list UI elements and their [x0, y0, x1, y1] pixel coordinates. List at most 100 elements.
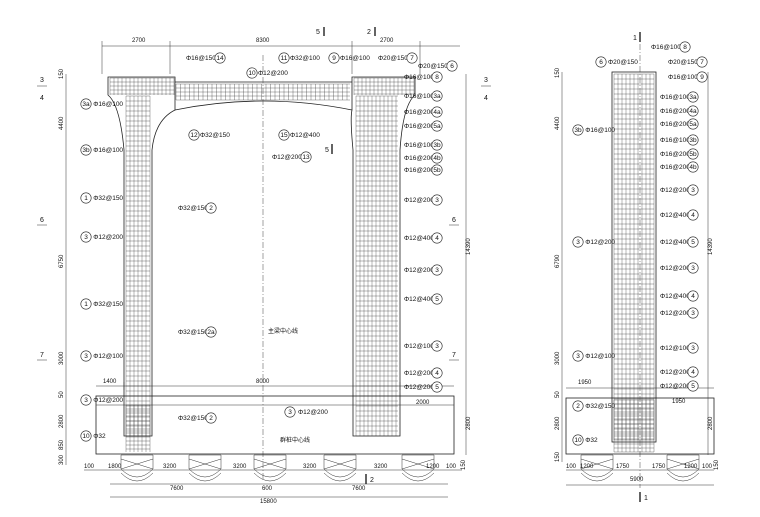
rebar-spec: Φ16@200 — [404, 155, 434, 162]
front-callouts: Φ16@1003aΦ16@1003bΦ32@1501Φ12@2003Φ32@15… — [80, 52, 458, 442]
rebar-mark-bubble — [431, 120, 443, 132]
rs-6: 6 — [452, 217, 456, 224]
side-pile-cap — [565, 397, 715, 455]
overall-right: 7600 — [352, 486, 366, 492]
rebar-mark-number: 3 — [691, 310, 695, 317]
rebar-spec: Φ32 — [585, 437, 598, 444]
rebar-spec: Φ32@150 — [93, 301, 123, 308]
rebar-mark-number: 9 — [700, 74, 704, 81]
rebar-mark-number: 4 — [435, 235, 439, 242]
front-elevation: 2700 8300 2700 5 2 5 主梁中心线 群桩中心线 — [37, 27, 491, 505]
rebar-mark-number: 13 — [302, 154, 310, 161]
slv-0: 150 — [555, 67, 561, 78]
rebar-spec: Φ12@200 — [93, 234, 123, 241]
pile-1 — [120, 454, 154, 482]
rebar-mark-bubble — [205, 202, 217, 214]
lv-6: 850 — [59, 439, 65, 450]
rebar-mark-number: 5 — [435, 296, 439, 303]
rebar-spec: Φ12@100 — [404, 343, 434, 350]
rebar-spec: Φ16@200 — [660, 164, 690, 171]
rebar-mark-number: 11 — [281, 55, 288, 62]
rebar-mark-number: 3b — [82, 147, 90, 154]
rebar-spec: Φ32@150 — [585, 403, 615, 410]
right-column-outline — [350, 76, 416, 437]
lv-7: 300 — [59, 454, 65, 465]
rebar-spec: Φ12@100 — [93, 353, 123, 360]
rebar-mark-number: 3a — [433, 93, 441, 100]
rebar-mark-number: 3b — [574, 127, 582, 134]
pile-3 — [253, 454, 287, 482]
rs-3: 3 — [484, 77, 488, 84]
rebar-mark-number: 2a — [207, 329, 215, 336]
section-mark-2: 2 — [367, 29, 371, 36]
rebar-mark-bubble — [572, 434, 584, 446]
top-dim-1: 2700 — [132, 38, 146, 44]
rebar-mark-bubble — [278, 52, 290, 64]
rebar-spec: Φ16@100 — [660, 94, 690, 101]
srv-total: 14390 — [708, 238, 714, 255]
rebar-mark-number: 4 — [691, 212, 695, 219]
rebar-spec: Φ12@200 — [660, 383, 690, 390]
rebar-mark-bubble — [572, 400, 584, 412]
slv-1: 4400 — [555, 116, 561, 130]
rebar-spec: Φ16@100 — [404, 93, 434, 100]
rebar-mark-number: 1 — [84, 195, 88, 202]
rebar-mark-bubble — [406, 52, 418, 64]
rebar-mark-number: 4b — [433, 155, 441, 162]
lv-0: 150 — [59, 68, 65, 79]
rebar-spec: Φ12@400 — [660, 293, 690, 300]
rebar-mark-number: 5a — [689, 121, 697, 128]
rebar-mark-bubble — [595, 56, 607, 68]
rebar-spec: Φ32@150 — [200, 132, 230, 139]
slv-2: 6790 — [555, 254, 561, 268]
rebar-spec: Φ16@150 — [186, 55, 216, 62]
rebar-mark-bubble — [431, 194, 443, 206]
rebar-mark-bubble — [696, 71, 708, 83]
right-section-marks: 3 4 6 7 — [449, 77, 491, 361]
side-pile-2 — [666, 454, 700, 482]
overall-mid: 600 — [262, 486, 273, 492]
rebar-mark-number: 2 — [576, 403, 580, 410]
rebar-mark-number: 5b — [689, 151, 697, 158]
mid-dim-1400: 1400 — [103, 379, 117, 385]
rebar-mark-bubble — [431, 340, 443, 352]
rebar-spec: Φ12@400 — [660, 239, 690, 246]
rebar-spec: Φ16@100 — [93, 147, 123, 154]
mid-dim-2000: 2000 — [416, 400, 430, 406]
rebar-mark-bubble — [205, 412, 217, 424]
rebar-mark-number: 6 — [599, 59, 603, 66]
rebar-spec: Φ16@200 — [660, 151, 690, 158]
side-bottom-dims: 100 1200 1750 1750 1200 100 150 5900 — [566, 459, 720, 486]
ls-7: 7 — [40, 352, 44, 359]
rebar-spec: Φ20@150 — [668, 59, 698, 66]
left-vertical-dims: 150 4400 6750 3000 50 2800 850 300 — [59, 68, 67, 465]
rebar-mark-number: 4b — [689, 164, 697, 171]
rebar-mark-bubble — [300, 151, 312, 163]
rebar-mark-bubble — [687, 290, 699, 302]
rebar-mark-bubble — [80, 430, 92, 442]
rebar-mark-bubble — [687, 118, 699, 130]
rebar-spec: Φ16@100 — [668, 74, 698, 81]
pile-2 — [188, 454, 222, 482]
side-left-vdims: 150 4400 6790 3000 50 2800 150 — [555, 67, 563, 462]
rebar-mark-bubble — [687, 209, 699, 221]
rebar-spec: Φ12@200 — [404, 197, 434, 204]
pile-5 — [401, 454, 435, 482]
rebar-spec: Φ20@150 — [418, 63, 448, 70]
